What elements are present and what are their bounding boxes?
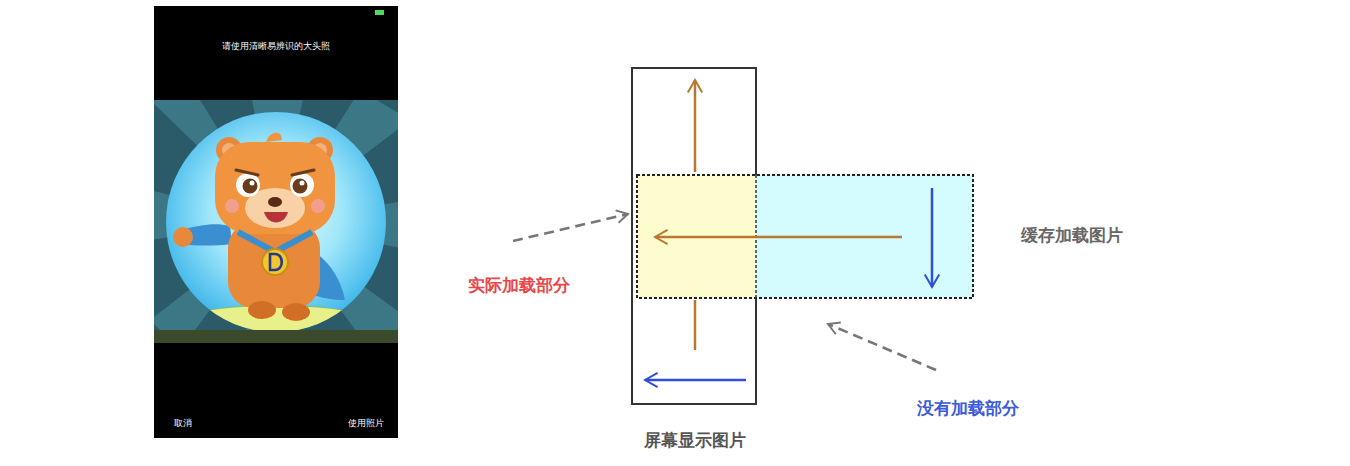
illustration-part xyxy=(236,173,260,197)
screen-hint: 请使用清晰易辨识的大头照 xyxy=(222,41,330,52)
medal-mark xyxy=(270,254,282,270)
use-photo-button: 使用照片 xyxy=(348,418,384,429)
illustration-part xyxy=(293,179,308,194)
illustration-part xyxy=(250,181,255,186)
illustration-part xyxy=(264,212,288,223)
cancel-button: 取消 xyxy=(174,418,192,429)
cache-label: 缓存加载图片 xyxy=(1021,225,1123,245)
leader-arrow xyxy=(828,324,936,370)
sunburst-rays xyxy=(154,100,398,343)
ground xyxy=(154,305,398,343)
sky-circle xyxy=(166,112,386,332)
illustration-part xyxy=(248,301,276,319)
loading-diagram xyxy=(513,68,973,404)
leader-arrow xyxy=(513,214,628,241)
scroll-left-arrow xyxy=(655,236,902,239)
illustration-part xyxy=(292,170,314,175)
illustration-part xyxy=(268,197,282,207)
illustration-part xyxy=(215,142,335,234)
scroll-up-arrow xyxy=(694,80,697,172)
battery-icon xyxy=(375,10,384,15)
scroll-down-arrow xyxy=(931,188,934,287)
photo-bottom-band xyxy=(154,330,398,343)
illustration-part xyxy=(173,227,193,247)
unloaded-label: 没有加载部分 xyxy=(917,398,1019,418)
illustration-part xyxy=(236,170,258,175)
loaded-label: 实际加载部分 xyxy=(468,275,570,295)
illustration-part xyxy=(228,222,320,308)
illustration-part xyxy=(225,199,239,213)
avatar-photo xyxy=(154,100,398,343)
scroll-left-blue-arrow xyxy=(645,379,746,382)
cache-rect xyxy=(637,175,973,298)
bear-illustration xyxy=(173,133,345,321)
scroll-up-tail xyxy=(694,300,697,350)
illustration-part xyxy=(154,305,398,343)
illustration-part xyxy=(266,133,282,142)
illustration-part xyxy=(311,199,325,213)
phone-screen xyxy=(154,6,398,438)
screen-label: 屏幕显示图片 xyxy=(644,430,746,450)
phone-screenshot xyxy=(136,6,416,438)
illustration-part xyxy=(243,179,258,194)
illustration-part xyxy=(262,249,288,275)
illustration-part xyxy=(290,173,314,197)
illustration-part xyxy=(300,181,305,186)
illustration-part xyxy=(186,306,366,334)
phone-screen-panel: 请使用清晰易辨识的大头照取消 使用照片 xyxy=(154,6,398,438)
illustration-part xyxy=(282,303,310,321)
